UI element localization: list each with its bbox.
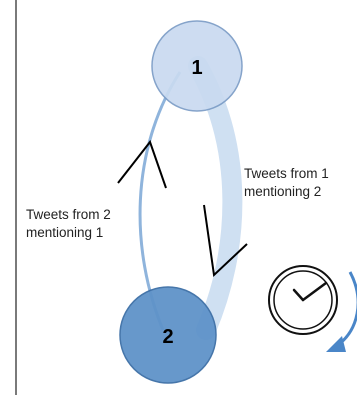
node-2-label: 2 xyxy=(162,326,173,348)
edge-2-to-1-label: Tweets from 2 mentioning 1 xyxy=(26,207,115,240)
edge-1-to-2-label: Tweets from 1 mentioning 2 xyxy=(244,166,333,199)
node-2: 2 xyxy=(119,286,217,384)
clock-icon xyxy=(268,265,338,335)
node-1-label: 1 xyxy=(191,57,202,79)
cycle-arrow-icon xyxy=(326,271,357,352)
arrowhead-down xyxy=(203,204,248,278)
arrowhead-up xyxy=(117,139,167,189)
node-1: 1 xyxy=(151,20,243,112)
